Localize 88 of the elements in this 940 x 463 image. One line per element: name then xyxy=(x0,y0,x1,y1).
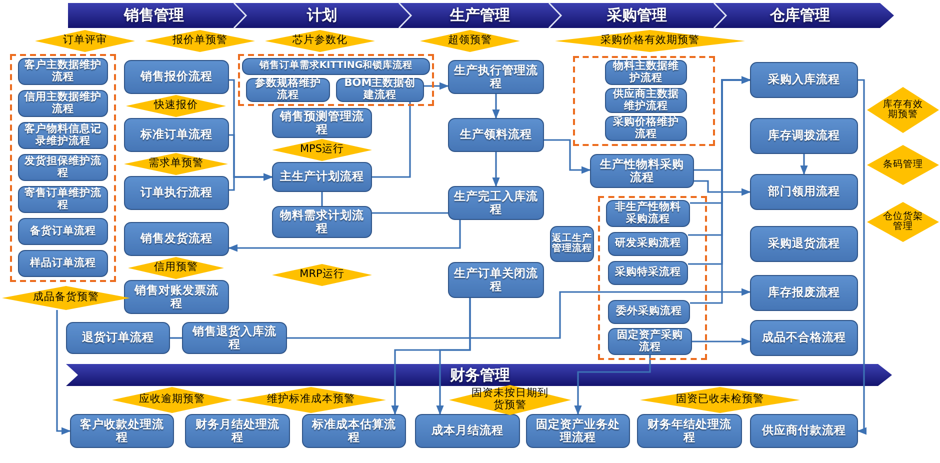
process-box: 标准成本估算流程 xyxy=(302,414,406,448)
process-box: 成品不合格流程 xyxy=(750,320,858,356)
warning-diamond: 超领预警 xyxy=(420,30,520,52)
process-box: 成本月结流程 xyxy=(415,414,520,448)
process-box: 客户物料信息记录维护流程 xyxy=(18,122,108,149)
connector-arrow xyxy=(857,79,867,435)
connector-arrow xyxy=(692,338,751,346)
warning-diamond: 应收逾期预警 xyxy=(112,387,232,413)
connector-arrow xyxy=(694,180,751,196)
process-box: 供应商主数据维护流程 xyxy=(605,88,687,113)
phase-title: 销售管理 xyxy=(104,3,204,28)
warning-diamond: 信用预警 xyxy=(128,257,224,279)
warning-diamond: 需求单预警 xyxy=(124,153,228,175)
process-box: 物料需求计划流程 xyxy=(272,206,372,238)
connector-arrow xyxy=(492,152,500,187)
process-box: 采购特采流程 xyxy=(608,261,688,285)
warning-diamond: 成品备货预警 xyxy=(2,286,130,310)
warning-diamond: 仓位货架管理 xyxy=(867,202,939,242)
process-box: 销售退货入库流程 xyxy=(182,322,287,354)
process-box: 研发采购流程 xyxy=(608,232,688,256)
process-box: 生产性物料采购流程 xyxy=(590,154,694,188)
warning-diamond: 报价单预警 xyxy=(145,30,255,52)
connector-arrow xyxy=(544,139,591,174)
dashed-group-frame xyxy=(10,54,116,282)
connector-arrow xyxy=(287,288,751,339)
phase-title: 生产管理 xyxy=(430,3,530,28)
warning-diamond: 快速报价 xyxy=(126,95,226,117)
process-box: 财务年结处理流程 xyxy=(637,414,742,448)
connector-arrow xyxy=(574,355,651,415)
connector-arrow xyxy=(228,220,461,252)
phase-title: 计划 xyxy=(272,3,372,28)
connector-arrow xyxy=(800,154,808,175)
process-box: 生产领料流程 xyxy=(448,118,544,152)
process-box: 供应商付款流程 xyxy=(750,414,858,448)
process-box: 库存报废流程 xyxy=(750,275,858,311)
process-box: 固定资产采购流程 xyxy=(608,328,692,355)
process-box: 主生产计划流程 xyxy=(272,162,372,192)
warning-diamond: 订单评审 xyxy=(35,30,135,52)
process-box: 备货订单流程 xyxy=(18,218,108,245)
process-box: 销售对账发票流程 xyxy=(124,280,229,314)
process-box: 销售报价流程 xyxy=(124,60,229,94)
process-box: 标准订单流程 xyxy=(124,118,229,152)
process-box: 采购价格维护流程 xyxy=(605,116,687,141)
warning-diamond: MPS运行 xyxy=(272,139,372,161)
connector-arrow xyxy=(424,82,449,90)
process-box: 生产完工入库流程 xyxy=(448,186,544,220)
process-box: 信用主数据维护流程 xyxy=(18,90,108,117)
process-box: 采购入库流程 xyxy=(750,62,858,98)
dashed-group-frame xyxy=(238,54,434,106)
process-box: 销售订单需求KITTING和锁库流程 xyxy=(242,58,430,75)
process-box: BOM主数据创建流程 xyxy=(336,78,424,102)
process-box: 销售预测管理流程 xyxy=(272,108,372,138)
warning-diamond: MRP运行 xyxy=(272,264,372,286)
process-box: 部门领用流程 xyxy=(750,174,858,210)
process-box: 发货担保维护流程 xyxy=(18,154,108,181)
process-box: 客户收款处理流程 xyxy=(70,414,174,448)
warning-diamond: 条码管理 xyxy=(867,145,939,185)
dashed-group-frame xyxy=(573,56,715,146)
phase-title: 财务管理 xyxy=(440,364,520,386)
warning-diamond: 库存有效期预警 xyxy=(867,87,939,133)
phase-title: 采购管理 xyxy=(587,3,687,28)
connector-arrow xyxy=(229,173,273,191)
connector-arrow xyxy=(436,298,471,415)
connector-arrow xyxy=(56,310,71,435)
process-box: 物料主数据维护流程 xyxy=(605,60,687,85)
process-box: 生产订单关闭流程 xyxy=(448,262,544,298)
process-box: 库存调拨流程 xyxy=(750,118,858,154)
process-box: 委外采购流程 xyxy=(608,300,690,324)
process-box: 财务月结处理流程 xyxy=(185,414,290,448)
process-box: 寄售订单维护流程 xyxy=(18,186,108,213)
process-box: 返工生产管理流程 xyxy=(550,226,594,262)
process-box: 采购退货流程 xyxy=(750,226,858,262)
process-box: 样品订单流程 xyxy=(18,250,108,277)
phase-title: 仓库管理 xyxy=(750,3,850,28)
process-box: 非生产性物料采购流程 xyxy=(606,200,690,227)
process-box: 退货订单流程 xyxy=(66,322,170,354)
process-box: 订单执行流程 xyxy=(124,176,229,210)
connector-arrow xyxy=(492,94,500,119)
dashed-group-frame xyxy=(598,196,707,360)
warning-diamond: 维护标准成本预警 xyxy=(236,387,386,413)
process-box: 固定资产业务处理流程 xyxy=(526,414,630,448)
warning-diamond: 芯片参数化 xyxy=(265,30,375,52)
process-box: 客户主数据维护流程 xyxy=(18,58,108,85)
connector-arrow xyxy=(690,76,751,304)
warning-diamond: 采购价格有效期预警 xyxy=(555,30,745,52)
process-box: 生产执行管理流程 xyxy=(448,60,544,94)
warning-diamond: 固资已收未检预警 xyxy=(640,387,800,413)
process-box: 销售发货流程 xyxy=(124,222,229,256)
